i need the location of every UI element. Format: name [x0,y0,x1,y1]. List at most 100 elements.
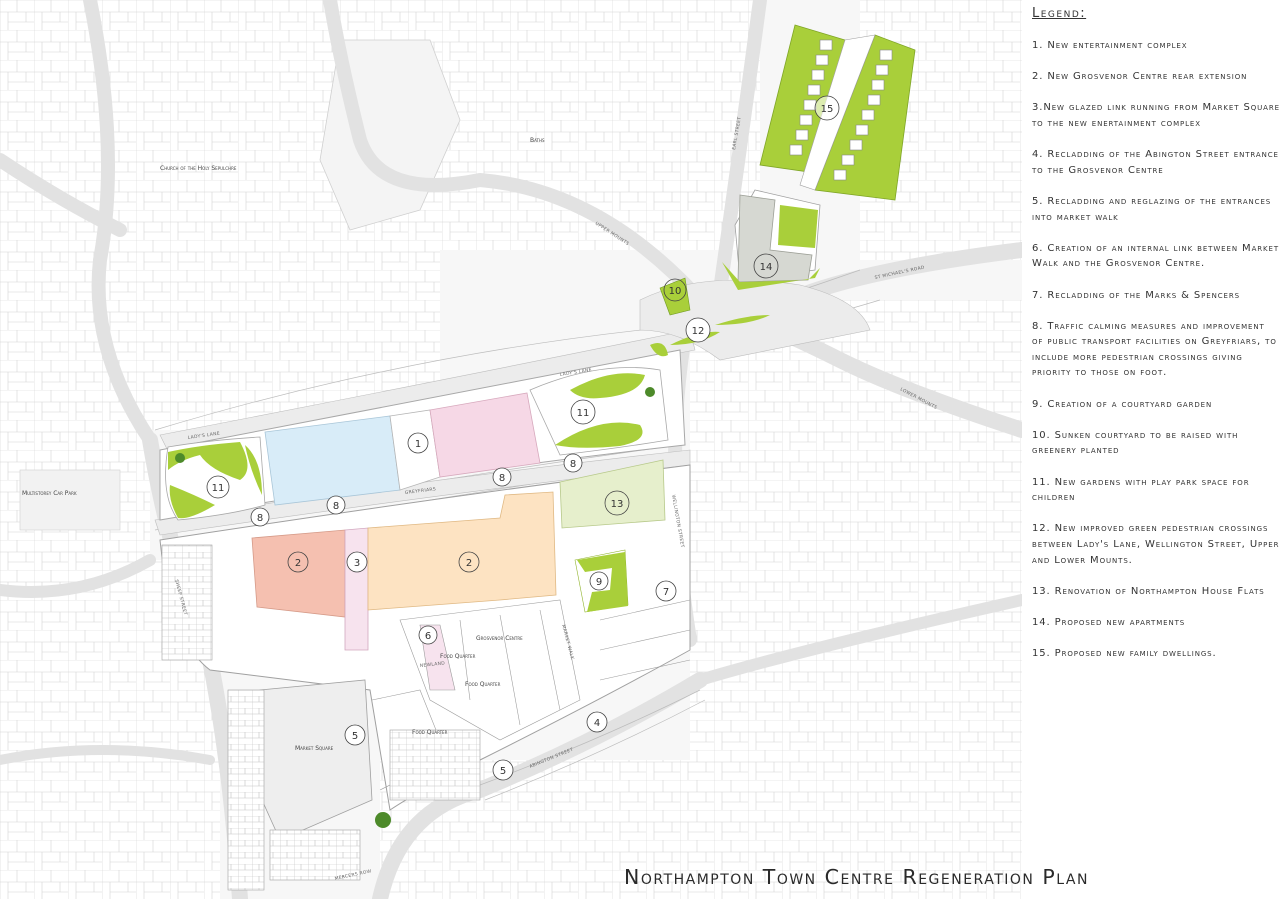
entertainment-complex-pink [429,392,541,478]
svg-text:8: 8 [499,473,505,484]
blue-block [264,415,401,506]
marker-13: 13 [604,490,630,516]
open-space-west [19,469,121,531]
marker-12: 12 [685,317,711,343]
street-ladys-lane-west: LADY'S LANE [187,431,220,441]
place-food-quarter-1: Food Quarter [440,653,476,660]
terrace-west [161,544,213,661]
green-crossing-1 [650,342,668,357]
marker-8c: 8 [492,467,512,487]
legend-item: 12. New improved green pedestrian crossi… [1032,523,1280,566]
svg-text:6: 6 [425,631,431,642]
glazed-link-pink [344,527,369,651]
terrace-market-west [227,689,265,891]
svg-text:5: 5 [500,766,506,777]
legend-title: Legend: [1032,6,1087,21]
tree [375,812,391,828]
building-fabric-e [690,300,1022,899]
svg-text:8: 8 [333,501,339,512]
place-church: Church of the Holy Sepulchre [160,165,237,172]
northampton-house-flats [559,459,666,529]
marker-4: 4 [586,711,608,733]
marker-9: 9 [589,571,609,591]
legend-item: 1. New entertainment complex [1032,40,1188,51]
marker-3: 3 [346,551,368,573]
terrace-grosvenor-south [389,729,481,801]
marker-7: 7 [655,580,677,602]
place-food-quarter-3: Food Quarter [412,729,448,736]
marker-8d: 8 [563,453,583,473]
marker-8a: 8 [250,507,270,527]
legend-item: 2. New Grosvenor Centre rear extension [1032,71,1248,83]
garden-east-lawn-2 [555,422,643,448]
garden-west-lawn-2 [169,485,215,519]
marker-2a: 2 [287,551,309,573]
garden-east-lawn-1 [570,373,645,399]
svg-text:3: 3 [354,558,360,569]
legend-item: 8. Traffic calming measures and improvem… [1032,320,1277,379]
svg-text:4: 4 [594,718,600,729]
svg-text:15: 15 [821,104,834,115]
legend-item: 10. Sunken courtyard to be raised with g… [1032,429,1239,457]
place-grosvenor-centre: Grosvenor Centre [476,635,523,642]
tree [175,453,185,463]
marker-1: 1 [407,432,429,454]
svg-text:11: 11 [212,483,225,494]
apartment-garden [778,205,818,248]
garden-west-lawn-3 [245,445,262,495]
svg-text:13: 13 [611,499,624,510]
marker-11b: 11 [570,399,596,425]
garden-west-lawn-1 [168,442,248,480]
dwelling-houses [789,39,893,181]
green-crossing-4 [659,277,691,316]
tree [645,387,655,397]
legend-list: 1. New entertainment complex 2. New Gros… [1032,38,1280,677]
place-multistorey-car-park: Multistorey Car Park [22,490,77,497]
legend-item: 15. Proposed new family dwellings. [1032,648,1217,660]
legend-item: 11. New gardens with play park space for… [1032,476,1250,504]
apartment-lawn-strip [722,262,820,290]
legend-item: 14. Proposed new apartments [1032,616,1186,628]
street-newland: NEWLAND [420,660,446,669]
street-greyfriars: GREYFRIARS [405,486,437,496]
street-earl-street: EARL STREET [731,116,743,150]
marker-10: 10 [663,278,687,302]
building-fabric-n [440,0,760,250]
marker-5b: 5 [492,759,514,781]
legend-item: 9. Creation of a courtyard garden [1032,398,1213,410]
marker-2b: 2 [458,551,480,573]
marker-11a: 11 [206,475,230,499]
svg-text:7: 7 [663,587,669,598]
svg-text:11: 11 [577,408,590,419]
street-ladys-lane-east: LADY'S LANE [559,367,592,378]
svg-text:8: 8 [570,459,576,470]
svg-text:12: 12 [692,326,705,337]
regeneration-map: LADY'S LANE LADY'S LANE GREYFRIARS UPPER… [0,0,1022,899]
plan-title: Northampton Town Centre Regeneration Pla… [624,865,1089,889]
legend-item: 7. Recladding of the Marks & Spencers [1032,289,1240,301]
marker-15: 15 [814,95,840,121]
svg-text:10: 10 [669,286,682,297]
place-food-quarter-2: Food Quarter [465,681,501,688]
place-market-square: Market Square [295,745,334,752]
svg-text:2: 2 [295,558,301,569]
marker-8b: 8 [326,495,346,515]
place-baths: Baths [530,137,545,144]
legend-item: 6. Creation of an internal link between … [1032,242,1280,270]
marker-14: 14 [753,253,779,279]
marker-5a: 5 [344,724,366,746]
svg-text:2: 2 [466,558,472,569]
svg-text:14: 14 [760,262,773,273]
svg-text:9: 9 [596,577,602,588]
svg-text:5: 5 [352,731,358,742]
marker-6: 6 [418,625,438,645]
grosvenor-extension-orange [367,491,557,611]
legend-item: 3.New glazed link running from Market Sq… [1032,102,1280,129]
terrace-market-south [269,829,361,881]
green-crossing-3 [715,315,770,325]
svg-text:1: 1 [415,439,421,450]
legend-panel: Legend: 1. New entertainment complex 2. … [1022,0,1280,899]
svg-text:8: 8 [257,513,263,524]
legend-item: 4. Recladding of the Abington Street ent… [1032,149,1279,176]
